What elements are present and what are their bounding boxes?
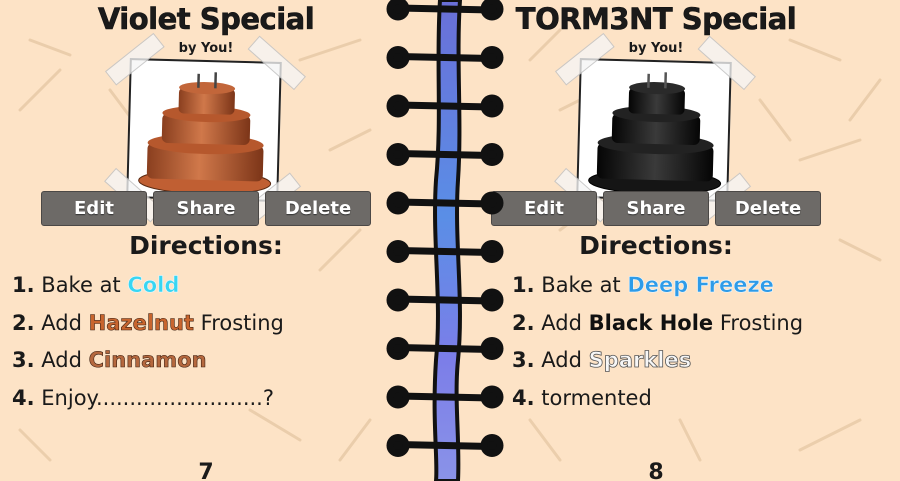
directions-heading: Directions: [129,231,283,260]
step-number: 4. [12,385,35,410]
step-text: tormented [541,385,652,410]
step-ingredient: Sparkles [588,348,692,373]
step-text: Bake at [41,273,128,297]
spiral-hole [386,434,410,457]
black-cake-icon [588,72,722,195]
recipe-page-right: TORM3NT Special by You! Edit Share Dele [450,0,900,481]
recipe-author: by You! [628,41,684,56]
spiral-hole [386,191,410,215]
cake-photo [104,32,306,226]
direction-step: 4. tormented [512,382,900,420]
page-number: 7 [198,460,214,481]
spiral-hole [480,288,504,312]
step-number: 3. [512,348,535,372]
direction-step: 3. Add Sparkles [512,344,900,382]
edit-button[interactable]: Edit [491,191,597,226]
share-button[interactable]: Share [153,191,259,226]
spiral-ring [394,4,496,14]
spiral-hole [480,94,504,118]
step-text: Add [41,348,89,372]
step-ingredient: Cinnamon [88,348,207,373]
spiral-ring [394,150,496,159]
spiral-ring [394,247,496,256]
step-text: Enjoy.........................? [41,385,275,410]
step-text: Add [41,310,89,335]
step-number: 2. [512,310,535,335]
spiral-hole [480,46,504,69]
direction-step: 1. Bake at Deep Freeze [512,269,900,307]
direction-step: 2. Add Hazelnut Frosting [12,307,432,345]
spiral-hole [386,385,410,409]
spiral-hole [386,46,410,69]
direction-step: 3. Add Cinnamon [12,344,432,382]
step-number: 1. [12,273,35,297]
step-text: Bake at [541,273,628,297]
delete-button[interactable]: Delete [265,191,371,226]
spiral-hole [480,0,504,21]
spiral-ring [394,295,496,305]
spiral-ring [394,198,496,208]
step-ingredient: Deep Freeze [627,273,774,298]
spiral-hole [480,191,504,215]
spiral-hole [480,434,504,457]
spiral-ring [394,392,496,402]
step-text-suffix: Frosting [193,310,284,335]
step-number: 4. [512,385,535,410]
step-text: Add [541,348,589,372]
spiral-ring [394,53,496,62]
spiral-hole [386,288,410,312]
recipe-actions: Edit Share Delete [41,191,371,226]
recipe-author: by You! [178,41,234,56]
spiral-hole [480,143,504,166]
brown-cake-icon [138,72,272,195]
step-number: 1. [512,273,535,297]
direction-step: 4. Enjoy.........................? [12,382,432,420]
spiral-hole [386,94,410,118]
step-text: Add [541,310,589,335]
spiral-ring [394,344,496,353]
spiral-hole [386,143,410,166]
step-ingredient: Black Hole [588,310,714,335]
directions-list: 1. Bake at Deep Freeze 2. Add Black Hole… [512,269,900,419]
spiral-hole [386,240,410,263]
recipe-title: Violet Special [97,2,315,37]
delete-button[interactable]: Delete [715,191,821,226]
notebook-spiral-binding [386,0,504,481]
cake-photo [554,32,756,226]
step-ingredient: Hazelnut [88,310,194,335]
share-button[interactable]: Share [603,191,709,226]
spiral-hole [480,385,504,409]
page-number: 8 [648,460,664,481]
spiral-hole [480,240,504,263]
recipe-title: TORM3NT Special [515,2,797,37]
directions-list: 1. Bake at Cold 2. Add Hazelnut Frosting… [12,269,432,419]
spiral-ring [394,101,496,111]
spiral-hole [480,337,504,360]
edit-button[interactable]: Edit [41,191,147,226]
step-number: 2. [12,310,35,335]
spiral-ring [394,441,496,450]
direction-step: 2. Add Black Hole Frosting [512,307,900,345]
step-ingredient: Cold [127,273,180,298]
step-text-suffix: Frosting [713,310,804,335]
recipe-page-left: Violet Special by You! Edit Share Delet [12,2,432,481]
direction-step: 1. Bake at Cold [12,269,432,307]
directions-heading: Directions: [579,231,733,260]
recipe-actions: Edit Share Delete [491,191,821,226]
spiral-hole [386,337,410,360]
spiral-hole [386,0,410,21]
step-number: 3. [12,348,35,372]
